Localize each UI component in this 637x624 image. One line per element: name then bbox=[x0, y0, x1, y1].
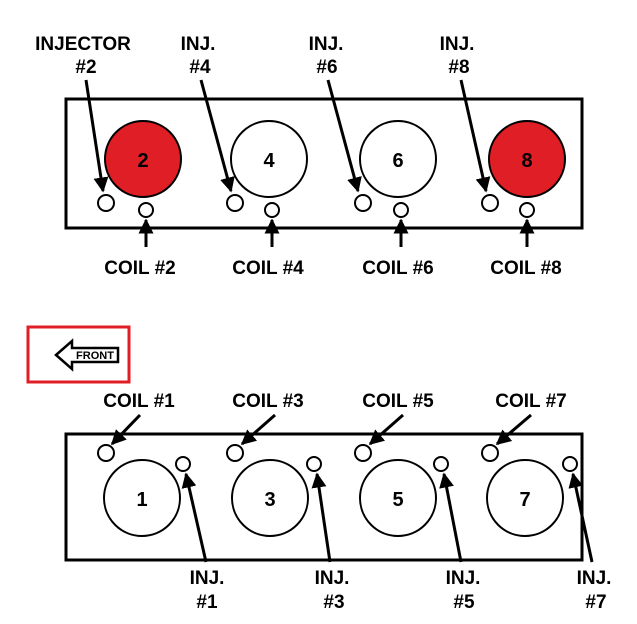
injector-6-port bbox=[354, 194, 372, 212]
coil-7-label: COIL #7 bbox=[495, 391, 566, 412]
injector-5-arrow bbox=[439, 472, 463, 563]
coil-5-label: COIL #5 bbox=[362, 391, 434, 412]
injector-3-port bbox=[306, 456, 322, 472]
inj-3-label-line2: #3 bbox=[323, 592, 344, 613]
inj-8-label-line2: #8 bbox=[448, 57, 469, 78]
cylinder-8-number: 8 bbox=[521, 150, 532, 172]
inj-1-label-line2: #1 bbox=[196, 592, 218, 613]
cylinder-7-number: 7 bbox=[519, 489, 530, 511]
cylinder-6 bbox=[359, 120, 437, 198]
coil-5-port bbox=[354, 444, 372, 462]
inj-4-label-line1: INJ. bbox=[181, 34, 216, 55]
cylinder-1 bbox=[103, 459, 181, 537]
coil-7-port bbox=[481, 444, 499, 462]
bottom-bank-outline bbox=[64, 432, 584, 562]
injector-7-port bbox=[562, 456, 578, 472]
coil-2-port bbox=[138, 202, 154, 218]
inj-7-label-line2: #7 bbox=[585, 592, 606, 613]
injector-2-port bbox=[97, 194, 115, 212]
cylinder-2 bbox=[104, 120, 182, 198]
coil-6-port bbox=[393, 202, 409, 218]
inj-5-label-line2: #5 bbox=[453, 592, 475, 613]
inj-7-label-line1: INJ. bbox=[577, 568, 612, 589]
injector-4-arrow bbox=[199, 79, 235, 193]
coil-5-arrow bbox=[368, 413, 404, 446]
injector-2-label-line1: INJECTOR bbox=[35, 34, 131, 55]
coil-4-label: COIL #4 bbox=[232, 258, 304, 279]
cylinder-4-number: 4 bbox=[263, 150, 275, 172]
inj-8-label-line1: INJ. bbox=[440, 34, 475, 55]
inj-4-label-line2: #4 bbox=[189, 57, 211, 78]
injector-6-arrow bbox=[326, 79, 362, 193]
top-bank-outline bbox=[64, 97, 584, 230]
injector-7-arrow bbox=[568, 472, 594, 563]
cylinder-3-number: 3 bbox=[264, 489, 275, 511]
coil-1-label: COIL #1 bbox=[103, 391, 175, 412]
injector-8-arrow bbox=[459, 79, 491, 193]
injector-1-arrow bbox=[181, 472, 208, 563]
front-indicator-highlight-box bbox=[26, 325, 131, 384]
cylinder-6-number: 6 bbox=[392, 150, 403, 172]
injector-5-port bbox=[433, 456, 449, 472]
injector-1-port bbox=[175, 456, 191, 472]
cylinder-8 bbox=[488, 120, 566, 198]
coil-3-label: COIL #3 bbox=[232, 391, 303, 412]
injector-3-arrow bbox=[311, 472, 332, 563]
coil-1-arrow bbox=[110, 413, 142, 446]
cylinder-5-number: 5 bbox=[392, 489, 403, 511]
coil-6-label: COIL #6 bbox=[362, 258, 433, 279]
inj-6-label-line1: INJ. bbox=[309, 34, 344, 55]
cylinder-2-number: 2 bbox=[137, 150, 148, 172]
coil-1-port bbox=[97, 444, 115, 462]
inj-5-label-line1: INJ. bbox=[446, 568, 481, 589]
coil-8-port bbox=[519, 202, 535, 218]
coil-4-port bbox=[264, 202, 280, 218]
cylinder-4 bbox=[230, 120, 308, 198]
cylinder-7 bbox=[486, 459, 564, 537]
injector-4-port bbox=[226, 194, 244, 212]
front-arrow-icon bbox=[54, 338, 120, 372]
front-arrow-label: FRONT bbox=[76, 350, 114, 362]
injector-2-arrow bbox=[84, 79, 109, 193]
inj-1-label-line1: INJ. bbox=[190, 568, 225, 589]
inj-6-label-line2: #6 bbox=[316, 57, 337, 78]
coil-2-label: COIL #2 bbox=[104, 258, 175, 279]
cylinder-5 bbox=[359, 459, 437, 537]
cylinder-3 bbox=[231, 459, 309, 537]
injector-8-port bbox=[481, 194, 499, 212]
coil-3-port bbox=[226, 444, 244, 462]
coil-8-label: COIL #8 bbox=[490, 258, 561, 279]
coil-3-arrow bbox=[240, 413, 276, 446]
coil-7-arrow bbox=[495, 413, 532, 446]
cylinder-1-number: 1 bbox=[136, 489, 147, 511]
injector-2-label-line2: #2 bbox=[75, 57, 96, 78]
inj-3-label-line1: INJ. bbox=[315, 568, 350, 589]
